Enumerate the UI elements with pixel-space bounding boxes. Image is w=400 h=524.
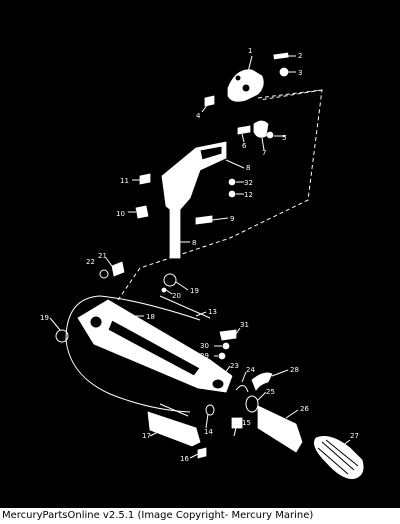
assembly-outline [117, 89, 323, 301]
part-30-washer [222, 342, 230, 350]
exploded-parts-diagram: 1 2 3 4 5 6 7 8 32 12 11 10 9 8 21 22 20… [40, 47, 364, 480]
part-4-screw [204, 95, 215, 107]
callout-30: 30 [200, 342, 209, 350]
part-26-sleeve [257, 405, 303, 453]
callout-26: 26 [300, 405, 309, 413]
callout-8-lower: 8 [192, 239, 196, 247]
part-19-washer-left [55, 329, 69, 343]
part-25-bushing [245, 395, 259, 413]
part-8-column [161, 141, 227, 259]
callout-3: 3 [298, 69, 302, 77]
part-24-spring [235, 385, 249, 393]
part-3-washer [279, 67, 289, 77]
part-32-12-hardware [228, 178, 236, 198]
callout-19-left: 19 [40, 314, 49, 322]
part-14-washer [205, 404, 215, 416]
part-23-oring [211, 378, 225, 390]
callout-4: 4 [196, 112, 201, 120]
part-21-fitting [111, 261, 125, 277]
callout-20: 20 [172, 292, 181, 300]
part-17-throttle-assembly [147, 403, 201, 447]
part-29-clip [218, 352, 226, 360]
part-9-screw [195, 215, 213, 225]
part-11-bolt [139, 173, 151, 185]
callout-19-top: 19 [190, 287, 199, 295]
callout-28: 28 [290, 366, 299, 374]
callout-23: 23 [230, 362, 239, 370]
callout-12: 12 [244, 191, 253, 199]
callout-21: 21 [98, 252, 107, 260]
part-2-pin [273, 52, 289, 60]
callout-32: 32 [244, 179, 253, 187]
leader-lines [49, 55, 351, 459]
part-18-handle-body [77, 299, 233, 393]
callout-25: 25 [266, 388, 275, 396]
part-5-nut [266, 131, 274, 139]
callout-10: 10 [116, 210, 125, 218]
callout-15: 15 [242, 419, 251, 427]
callout-6: 6 [242, 142, 247, 150]
callout-22: 22 [86, 258, 95, 266]
image-caption: MercuryPartsOnline v2.5.1 (Image Copyrig… [0, 508, 400, 524]
part-1-bracket [227, 69, 264, 102]
callout-1: 1 [248, 47, 252, 55]
callout-5: 5 [282, 134, 286, 142]
callout-16: 16 [180, 455, 189, 463]
part-16-screw [197, 447, 207, 459]
callout-13: 13 [208, 308, 217, 316]
part-19-washer-top [163, 273, 177, 287]
callout-2: 2 [298, 52, 302, 60]
callout-24: 24 [246, 366, 255, 374]
part-7-plate [253, 120, 269, 138]
callout-7: 7 [262, 149, 266, 157]
part-31-pin [219, 329, 237, 341]
callout-17: 17 [142, 432, 151, 440]
callout-14: 14 [204, 428, 213, 436]
part-22-nut [99, 269, 109, 279]
callout-27: 27 [350, 432, 359, 440]
part-6-bolt [237, 125, 251, 135]
callout-9: 9 [230, 215, 234, 223]
part-13-cable [65, 295, 201, 413]
callout-29: 29 [200, 352, 209, 360]
callout-8-upper: 8 [246, 164, 250, 172]
callout-18: 18 [146, 313, 155, 321]
part-15-block [231, 417, 243, 429]
callout-31: 31 [240, 321, 249, 329]
part-10-nut [135, 205, 149, 219]
part-20-pin [161, 287, 167, 293]
callout-11: 11 [120, 177, 129, 185]
part-28-bracket [251, 372, 273, 391]
assembly-outline-2 [259, 89, 323, 101]
part-27-grip [313, 435, 364, 480]
